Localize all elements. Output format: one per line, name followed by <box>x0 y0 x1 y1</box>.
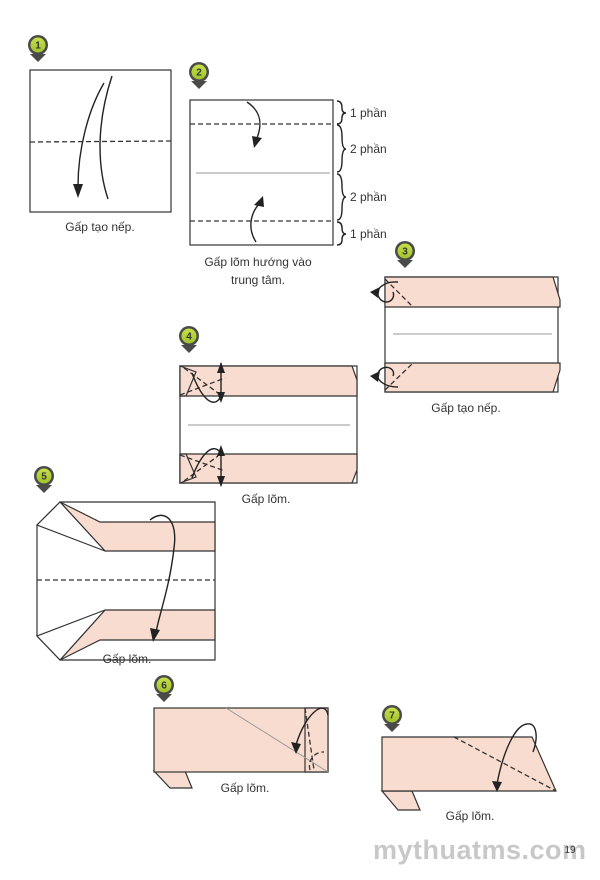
step-2-number: 2 <box>196 68 202 79</box>
step-2-caption-line-2: trung tâm. <box>231 273 285 287</box>
step-5-caption: Gấp lõm. <box>103 652 152 666</box>
step-1-number: 1 <box>35 41 41 52</box>
step-6-angle-arc <box>308 751 325 771</box>
step-2-part-label-2: 2 phần <box>350 142 387 156</box>
step-5-fold-arrow <box>149 514 176 633</box>
page-number: 19 <box>564 845 576 856</box>
step-4-bottom-curve-arrow <box>191 448 221 479</box>
step-1-caption: Gấp tạo nếp. <box>65 220 134 234</box>
step-5-top-triangle <box>35 501 106 552</box>
step-2-part-brackets <box>336 100 347 246</box>
step-6-fold-line <box>304 707 315 771</box>
step-2-part-label-4: 1 phần <box>350 227 387 241</box>
step-5-badge: 5 <box>34 466 54 493</box>
step-5-number: 5 <box>41 472 47 483</box>
step-2-part-label-3: 2 phần <box>350 190 387 204</box>
step-2-badge: 2 <box>189 62 209 89</box>
step-7-badge: 7 <box>382 705 402 732</box>
step-4-number: 4 <box>186 332 192 343</box>
watermark: mythuatms.com <box>373 835 587 865</box>
step-3-top-flap <box>384 276 561 308</box>
step-3-top-arrow-head <box>370 287 380 298</box>
step-4-top-flap <box>179 365 358 397</box>
step-4-bottom-flap <box>179 453 358 484</box>
step-6-caption: Gấp lõm. <box>221 781 270 795</box>
step-6: 6 Gấp lõm. <box>152 675 329 795</box>
step-1: 1 Gấp tạo nếp. <box>28 35 172 234</box>
step-2-top-arrow <box>246 101 261 139</box>
step-7-fold-arrow <box>496 723 537 785</box>
step-3-top-arrow <box>377 281 399 303</box>
step-3-top-diagonal <box>384 278 413 307</box>
step-5-bottom-triangle <box>35 609 106 661</box>
step-4: 4 Gấp lõm. <box>179 326 358 506</box>
step-3-caption: Gấp tạo nếp. <box>431 401 500 415</box>
step-1-fold-arrow-2 <box>99 75 113 200</box>
step-3-bottom-arrow-head <box>370 371 380 382</box>
step-1-arrow-head <box>73 184 83 198</box>
step-3-bottom-arrow <box>377 366 399 388</box>
step-2-bottom-arrow-head <box>254 196 264 207</box>
step-7-number: 7 <box>389 711 395 722</box>
step-2-top-arrow-head <box>252 136 262 148</box>
step-6-badge: 6 <box>154 675 174 702</box>
step-2-bottom-arrow <box>250 203 260 243</box>
step-4-top-diagonal-2 <box>179 377 226 396</box>
step-1-badge: 1 <box>28 35 48 62</box>
step-3-number: 3 <box>402 247 408 258</box>
step-4-caption: Gấp lõm. <box>242 492 291 506</box>
step-6-paper <box>153 707 329 773</box>
step-7-bottom-tab <box>380 790 421 811</box>
step-4-badge: 4 <box>179 326 199 353</box>
step-6-arrow-head <box>291 742 301 754</box>
step-5-arrow-head <box>150 628 160 642</box>
step-7-fold-line <box>453 736 557 792</box>
step-6-fold-arrow <box>295 707 329 746</box>
step-4-bottom-diagonal <box>183 455 219 482</box>
step-2-caption-line-1: Gấp lõm hướng vào <box>204 255 312 269</box>
step-4-top-diagonal <box>183 367 219 394</box>
step-7-caption: Gấp lõm. <box>446 809 495 823</box>
step-3: 3 Gấp tạo nếp. <box>370 241 561 415</box>
step-3-bottom-flap <box>384 362 561 393</box>
step-3-badge: 3 <box>395 241 415 268</box>
step-6-number: 6 <box>161 681 167 692</box>
step-6-diagonal <box>225 707 329 773</box>
step-2: 2 1 phần 2 phần 2 phần 1 phần Gấp lõm hư… <box>189 62 387 287</box>
step-5: 5 Gấp lõm. <box>34 466 216 666</box>
step-3-bottom-diagonal <box>384 363 413 391</box>
step-2-part-label-1: 1 phần <box>350 106 387 120</box>
step-7: 7 Gấp lõm. <box>380 705 557 823</box>
step-6-bottom-tab <box>152 770 193 789</box>
step-4-top-curve-arrow <box>191 372 221 403</box>
step-1-fold-arrow <box>77 82 105 187</box>
step-7-arrow-head <box>492 781 502 792</box>
